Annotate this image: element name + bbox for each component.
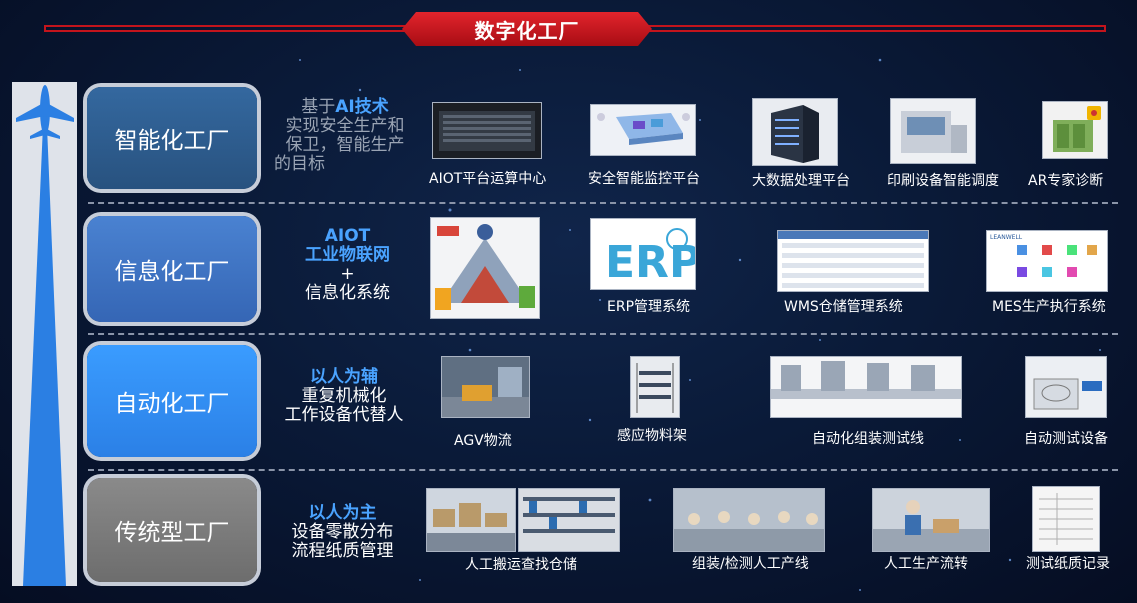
item-caption: 大数据处理平台 xyxy=(752,173,850,189)
desc-highlight-2: 工业物联网 xyxy=(305,245,390,265)
desc-line: 实现安全生产和 xyxy=(285,116,405,136)
desc-highlight: AI技术 xyxy=(335,97,389,117)
tier-desc-automation: 以人为辅 重复机械化 工作设备代替人 xyxy=(270,368,418,425)
desc-line: 重复机械化 xyxy=(301,386,387,406)
item-caption: 自动化组装测试线 xyxy=(812,431,924,447)
ar-diagnosis-image xyxy=(1042,101,1108,159)
item-caption: 测试纸质记录 xyxy=(1026,556,1110,572)
wms-screenshot-image xyxy=(777,230,929,292)
header-line-left xyxy=(44,25,416,32)
item-caption: AGV物流 xyxy=(454,433,512,449)
erp-logo-text: ERP xyxy=(605,237,695,288)
desc-line: 保卫，智能生产 xyxy=(285,135,405,155)
tier-button-automation-factory: 自动化工厂 xyxy=(87,345,257,457)
tier-divider xyxy=(88,202,1118,204)
big-data-server-image xyxy=(752,98,838,166)
page-title: 数字化工厂 xyxy=(402,12,652,46)
manual-storage-image-1 xyxy=(426,488,516,552)
tier-desc-smart: 基于AI技术 实现安全生产和 保卫，智能生产 的目标 xyxy=(270,97,420,174)
desc-highlight: AIOT xyxy=(324,226,371,246)
tier-button-smart-factory: 智能化工厂 xyxy=(87,87,257,189)
desc-prefix: 基于 xyxy=(301,97,336,117)
desc-line: 设备零散分布 xyxy=(291,522,394,542)
security-platform-image xyxy=(590,104,696,156)
erp-system-image: ERP xyxy=(590,218,696,290)
item-caption: WMS仓储管理系统 xyxy=(784,299,903,315)
manual-storage-image-2 xyxy=(518,488,620,552)
paper-record-image xyxy=(1032,486,1100,552)
printing-device-image xyxy=(890,98,976,164)
tier-desc-traditional: 以人为主 设备零散分布 流程纸质管理 xyxy=(275,504,410,561)
desc-plus: + xyxy=(340,264,355,284)
tier-divider xyxy=(88,469,1118,471)
desc-line: 工作设备代替人 xyxy=(284,405,404,425)
desc-line: 的目标 xyxy=(274,154,325,174)
header-line-right xyxy=(638,25,1106,32)
tier-divider xyxy=(88,333,1118,335)
item-caption: 人工搬运查找仓储 xyxy=(465,557,577,573)
desc-line: 流程纸质管理 xyxy=(291,541,394,561)
item-caption: 安全智能监控平台 xyxy=(588,171,700,187)
item-caption: 感应物料架 xyxy=(617,428,687,444)
manual-assembly-line-image xyxy=(673,488,825,552)
item-caption: ERP管理系统 xyxy=(607,299,691,315)
tier-button-information-factory: 信息化工厂 xyxy=(87,216,257,322)
desc-highlight: 以人为辅 xyxy=(310,367,378,387)
aiot-server-image xyxy=(432,102,542,159)
item-caption: AIOT平台运算中心 xyxy=(429,171,547,187)
agv-image xyxy=(441,356,530,418)
industrial-iot-diagram-image xyxy=(430,217,540,319)
plane-arrow-icon xyxy=(16,85,74,586)
item-caption: 印刷设备智能调度 xyxy=(887,173,999,189)
mes-logo-text: LEANWELL xyxy=(990,234,1023,241)
desc-highlight: 以人为主 xyxy=(308,503,377,523)
item-caption: 自动测试设备 xyxy=(1024,431,1108,447)
tier-desc-information: AIOT 工业物联网 + 信息化系统 xyxy=(275,227,420,303)
item-caption: AR专家诊断 xyxy=(1028,173,1104,189)
sensor-rack-image xyxy=(630,356,680,418)
desc-line: 信息化系统 xyxy=(305,283,390,303)
assembly-line-image xyxy=(770,356,962,418)
item-caption: MES生产执行系统 xyxy=(992,299,1106,315)
item-caption: 组装/检测人工产线 xyxy=(692,556,809,572)
test-equipment-image xyxy=(1025,356,1107,418)
item-caption: 人工生产流转 xyxy=(884,556,968,572)
tier-button-traditional-factory: 传统型工厂 xyxy=(87,478,257,582)
mes-screenshot-image: LEANWELL xyxy=(986,230,1108,292)
manual-transfer-image xyxy=(872,488,990,552)
